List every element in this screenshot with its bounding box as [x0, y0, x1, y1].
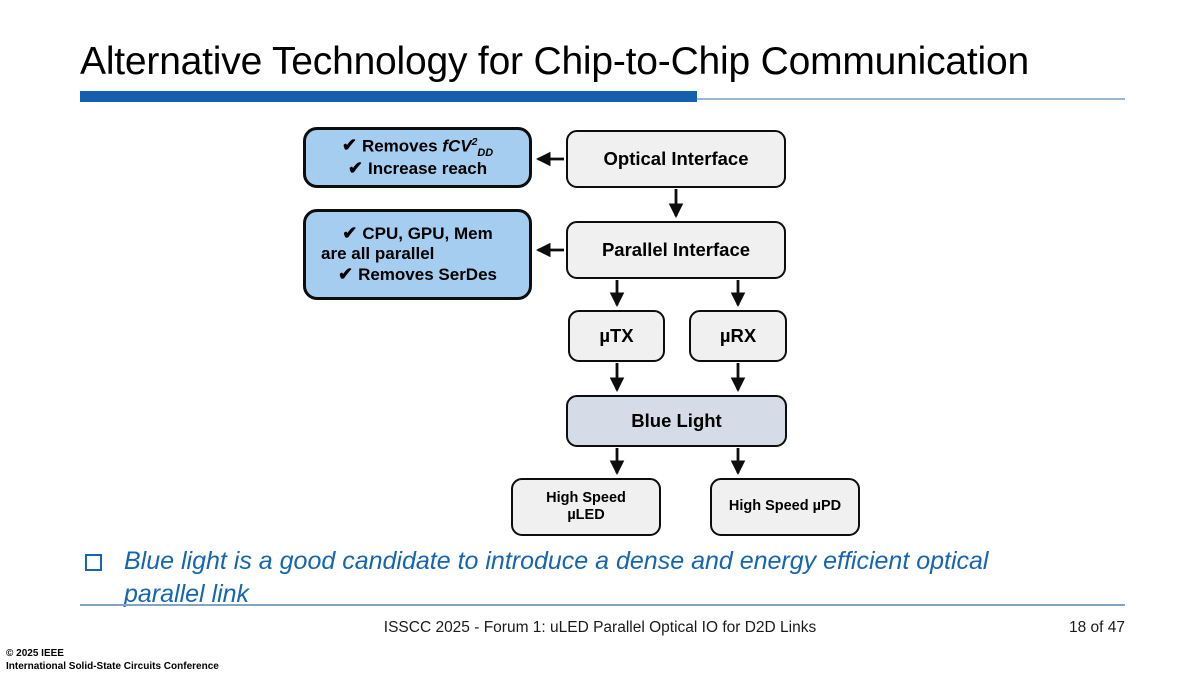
formula-subscript: DD [477, 146, 494, 159]
callout-line: ✔Removes fCV2DD [315, 136, 520, 160]
square-bullet-icon [85, 554, 102, 571]
node-urx[interactable]: µRX [689, 310, 787, 362]
check-icon: ✔ [341, 135, 357, 156]
node-label-line2: µLED [567, 507, 605, 523]
check-icon: ✔ [342, 223, 358, 244]
copyright-line-2: International Solid-State Circuits Confe… [6, 660, 219, 672]
formula-superscript: 2 [471, 135, 478, 148]
node-parallel-interface[interactable]: Parallel Interface [566, 221, 786, 279]
callout-text: Increase reach [368, 159, 488, 179]
footer-divider [80, 604, 1125, 606]
footer-page-number: 18 of 47 [1068, 619, 1125, 636]
node-label: High Speed µPD [728, 498, 842, 515]
node-label: Optical Interface [603, 148, 749, 170]
page-title: Alternative Technology for Chip-to-Chip … [80, 40, 1029, 83]
node-high-speed-upd[interactable]: High Speed µPD [710, 478, 860, 536]
callout-line: ✔CPU, GPU, Mem [315, 224, 520, 244]
check-icon: ✔ [347, 158, 363, 179]
node-label: µRX [719, 325, 757, 347]
node-optical-interface[interactable]: Optical Interface [566, 130, 786, 188]
title-underline-accent [80, 91, 697, 102]
bullet-list-item: Blue light is a good candidate to introd… [85, 545, 1125, 610]
callout-text: CPU, GPU, Mem [362, 224, 493, 244]
node-label: Blue Light [631, 410, 722, 432]
copyright-notice: © 2025 IEEE International Solid-State Ci… [6, 648, 219, 674]
node-label-line1: High Speed [546, 489, 626, 506]
callout-line: ✔Removes SerDes [315, 265, 520, 285]
node-high-speed-uled[interactable]: High Speed µLED [511, 478, 661, 536]
callout-removes-fcv2[interactable]: ✔Removes fCV2DD ✔Increase reach [303, 127, 532, 188]
node-label: High Speed µLED [546, 490, 626, 524]
callout-parallel-serdes[interactable]: ✔CPU, GPU, Mem are all parallel ✔Removes… [303, 209, 532, 300]
callout-line: ✔Increase reach [315, 159, 520, 179]
callout-text: Removes [361, 136, 443, 156]
callout-line: are all parallel [315, 244, 520, 264]
copyright-line-1: © 2025 IEEE [6, 648, 64, 659]
node-blue-light[interactable]: Blue Light [566, 395, 787, 447]
formula-base: fCV [442, 136, 472, 156]
callout-text: are all parallel [321, 244, 435, 264]
node-label: µTX [599, 325, 634, 347]
bullet-text: Blue light is a good candidate to introd… [124, 547, 989, 608]
check-icon: ✔ [337, 263, 354, 284]
node-utx[interactable]: µTX [568, 310, 665, 362]
footer-conference-label: ISSCC 2025 - Forum 1: uLED Parallel Opti… [383, 619, 817, 636]
callout-text: Removes SerDes [358, 264, 497, 284]
node-label: Parallel Interface [601, 239, 751, 261]
